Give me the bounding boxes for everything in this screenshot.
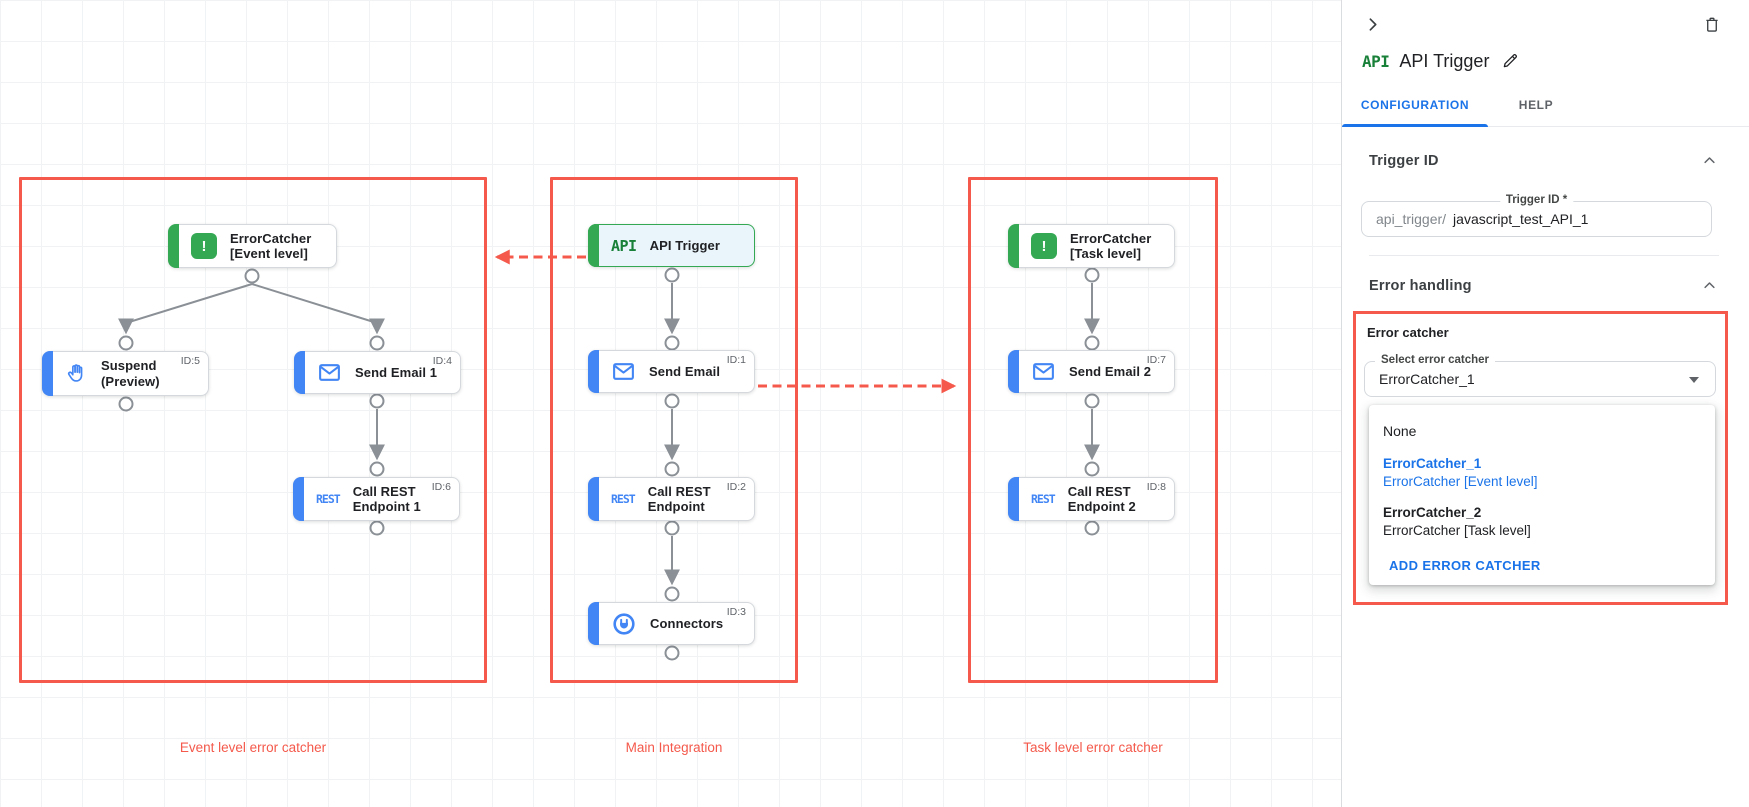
node-send-email[interactable]: Send Email ID:1 bbox=[588, 350, 755, 393]
dropdown-option-none[interactable]: None bbox=[1383, 423, 1417, 439]
node-id-label: ID:1 bbox=[726, 354, 746, 366]
accent-bar bbox=[42, 351, 53, 396]
error-catcher-dropdown: None ErrorCatcher_1 ErrorCatcher [Event … bbox=[1369, 405, 1715, 585]
main-integration-label: Main Integration bbox=[625, 740, 723, 755]
chevron-up-icon bbox=[1704, 282, 1715, 289]
option-name: ErrorCatcher_2 bbox=[1383, 505, 1482, 520]
node-label: Send Email 2 bbox=[1069, 363, 1152, 379]
node-suspend-preview[interactable]: Suspend (Preview) ID:5 bbox=[42, 351, 209, 396]
node-id-label: ID:2 bbox=[726, 481, 746, 493]
node-label: ErrorCatcher [Task level] bbox=[1070, 230, 1152, 261]
collapse-trigger-id-button[interactable] bbox=[1700, 151, 1719, 170]
option-name: ErrorCatcher_1 bbox=[1383, 456, 1482, 471]
accent-bar bbox=[588, 350, 599, 393]
node-label: Connectors bbox=[650, 615, 724, 631]
tab-configuration[interactable]: CONFIGURATION bbox=[1342, 86, 1488, 127]
dropdown-option-errorcatcher-2[interactable]: ErrorCatcher_2 ErrorCatcher [Task level] bbox=[1369, 497, 1715, 546]
edit-title-button[interactable] bbox=[1499, 50, 1521, 72]
node-id-label: ID:7 bbox=[1146, 354, 1166, 366]
node-call-rest-endpoint-2[interactable]: REST Call REST Endpoint 2 ID:8 bbox=[1008, 477, 1175, 521]
error-handling-section-title: Error handling bbox=[1369, 277, 1472, 294]
node-call-rest-endpoint[interactable]: REST Call REST Endpoint ID:2 bbox=[588, 477, 755, 521]
node-call-rest-endpoint-1[interactable]: REST Call REST Endpoint 1 ID:6 bbox=[293, 477, 460, 521]
delete-trigger-button[interactable] bbox=[1701, 13, 1723, 36]
accent-bar bbox=[1008, 477, 1019, 521]
error-catcher-icon: ! bbox=[191, 233, 217, 259]
error-catcher-group-label: Error catcher bbox=[1367, 325, 1449, 340]
trigger-id-field[interactable]: Trigger ID * api_trigger/ javascript_tes… bbox=[1361, 194, 1712, 237]
select-error-catcher-label: Select error catcher bbox=[1375, 354, 1496, 366]
error-catcher-selected-value: ErrorCatcher_1 bbox=[1379, 371, 1475, 387]
dropdown-option-errorcatcher-1[interactable]: ErrorCatcher_1 ErrorCatcher [Event level… bbox=[1369, 448, 1715, 497]
add-error-catcher-button[interactable]: ADD ERROR CATCHER bbox=[1389, 558, 1541, 573]
trigger-id-value: javascript_test_API_1 bbox=[1453, 211, 1589, 227]
accent-bar bbox=[168, 224, 179, 268]
accent-bar bbox=[1008, 350, 1019, 393]
node-label: Call REST Endpoint 1 bbox=[352, 483, 421, 514]
node-label: Call REST Endpoint 2 bbox=[1067, 483, 1136, 514]
chevron-up-icon bbox=[1704, 157, 1715, 164]
connector-icon bbox=[613, 612, 635, 635]
option-detail: ErrorCatcher [Event level] bbox=[1383, 474, 1538, 489]
trigger-id-prefix: api_trigger/ bbox=[1376, 211, 1447, 227]
collapse-error-handling-button[interactable] bbox=[1700, 276, 1719, 295]
dropdown-caret-icon bbox=[1689, 377, 1699, 383]
node-label: Send Email bbox=[649, 363, 721, 379]
tab-help[interactable]: HELP bbox=[1518, 98, 1554, 112]
api-trigger-icon: API bbox=[1362, 51, 1390, 71]
email-icon bbox=[613, 363, 634, 380]
event-level-error-catcher-box bbox=[19, 177, 487, 683]
accent-bar bbox=[588, 477, 599, 521]
error-catcher-icon: ! bbox=[1031, 233, 1057, 259]
node-label: ErrorCatcher [Event level] bbox=[230, 230, 312, 261]
trigger-id-field-label: Trigger ID * bbox=[1499, 194, 1574, 206]
error-catcher-highlight-box: Error catcher Select error catcher Error… bbox=[1353, 311, 1728, 605]
node-label: API Trigger bbox=[649, 237, 721, 253]
email-icon bbox=[319, 364, 340, 381]
accent-bar bbox=[294, 351, 305, 394]
node-errorcatcher-event-level[interactable]: ! ErrorCatcher [Event level] bbox=[168, 224, 337, 268]
node-id-label: ID:8 bbox=[1146, 481, 1166, 493]
config-panel: API API Trigger CONFIGURATION HELP Trigg… bbox=[1341, 0, 1749, 807]
task-level-error-catcher-box bbox=[968, 177, 1218, 683]
chevron-right-icon bbox=[1369, 18, 1377, 31]
error-catcher-select[interactable]: Select error catcher ErrorCatcher_1 bbox=[1364, 354, 1716, 397]
workflow-canvas[interactable]: Event level error catcher Main Integratio… bbox=[0, 0, 1341, 807]
node-label: Suspend (Preview) bbox=[101, 358, 160, 389]
node-api-trigger[interactable]: API API Trigger bbox=[588, 224, 755, 267]
accent-bar bbox=[588, 602, 599, 645]
pencil-icon bbox=[1504, 54, 1518, 68]
event-level-error-catcher-label: Event level error catcher bbox=[179, 740, 327, 755]
node-id-label: ID:5 bbox=[180, 355, 200, 367]
node-id-label: ID:6 bbox=[431, 481, 451, 493]
accent-bar bbox=[588, 224, 599, 267]
node-id-label: ID:3 bbox=[726, 606, 746, 618]
rest-icon: REST bbox=[611, 492, 636, 506]
api-icon: API bbox=[611, 236, 637, 255]
main-integration-box bbox=[550, 177, 798, 683]
rest-icon: REST bbox=[1031, 492, 1056, 506]
node-id-label: ID:4 bbox=[432, 355, 452, 367]
accent-bar bbox=[1008, 224, 1019, 268]
collapse-panel-button[interactable] bbox=[1362, 14, 1383, 35]
section-divider bbox=[1369, 255, 1719, 256]
task-level-error-catcher-label: Task level error catcher bbox=[1023, 740, 1163, 755]
accent-bar bbox=[293, 477, 304, 521]
trash-icon bbox=[1706, 17, 1718, 32]
node-label: Send Email 1 bbox=[355, 364, 438, 380]
panel-tabs: CONFIGURATION HELP bbox=[1342, 86, 1749, 127]
trigger-id-section-title: Trigger ID bbox=[1369, 152, 1439, 169]
node-errorcatcher-task-level[interactable]: ! ErrorCatcher [Task level] bbox=[1008, 224, 1175, 268]
node-label: Call REST Endpoint bbox=[647, 483, 711, 514]
hand-icon bbox=[67, 364, 83, 382]
panel-title: API Trigger bbox=[1399, 50, 1490, 71]
email-icon bbox=[1033, 363, 1054, 380]
rest-icon: REST bbox=[316, 492, 341, 506]
option-detail: ErrorCatcher [Task level] bbox=[1383, 523, 1531, 538]
